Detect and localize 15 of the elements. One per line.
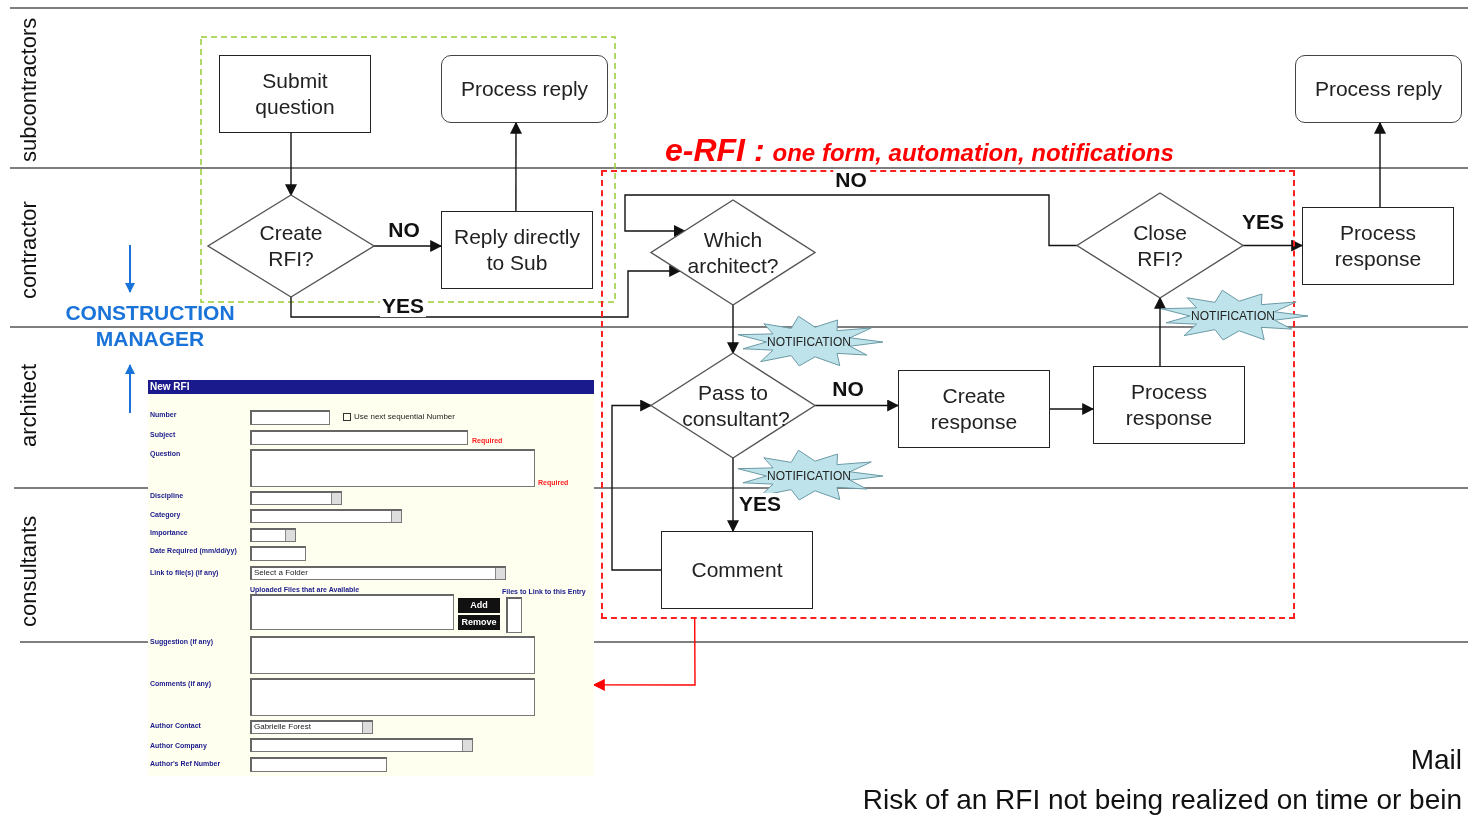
- lane-label: consultants: [16, 514, 42, 629]
- lane-label: subcontractors: [16, 16, 42, 165]
- form-header: New RFI: [148, 380, 594, 394]
- region-title: e-RFI :: [665, 132, 765, 168]
- dropdown-field: Gabrielle Forest: [250, 720, 373, 734]
- note-text: Mail: [1410, 744, 1462, 776]
- lane-label: architect: [16, 362, 42, 449]
- dropdown-field: Select a Folder: [250, 566, 506, 580]
- checkbox: Use next sequential Number: [343, 412, 455, 421]
- role-label: CONSTRUCTION MANAGER: [64, 300, 236, 352]
- form-button: Remove: [458, 615, 500, 630]
- region-subtitle: one form, automation, notifications: [772, 139, 1174, 166]
- lane-label: contractor: [16, 200, 42, 301]
- note-text: Risk of an RFI not being realized on time or bein: [862, 784, 1462, 816]
- form-button: Add: [458, 598, 500, 613]
